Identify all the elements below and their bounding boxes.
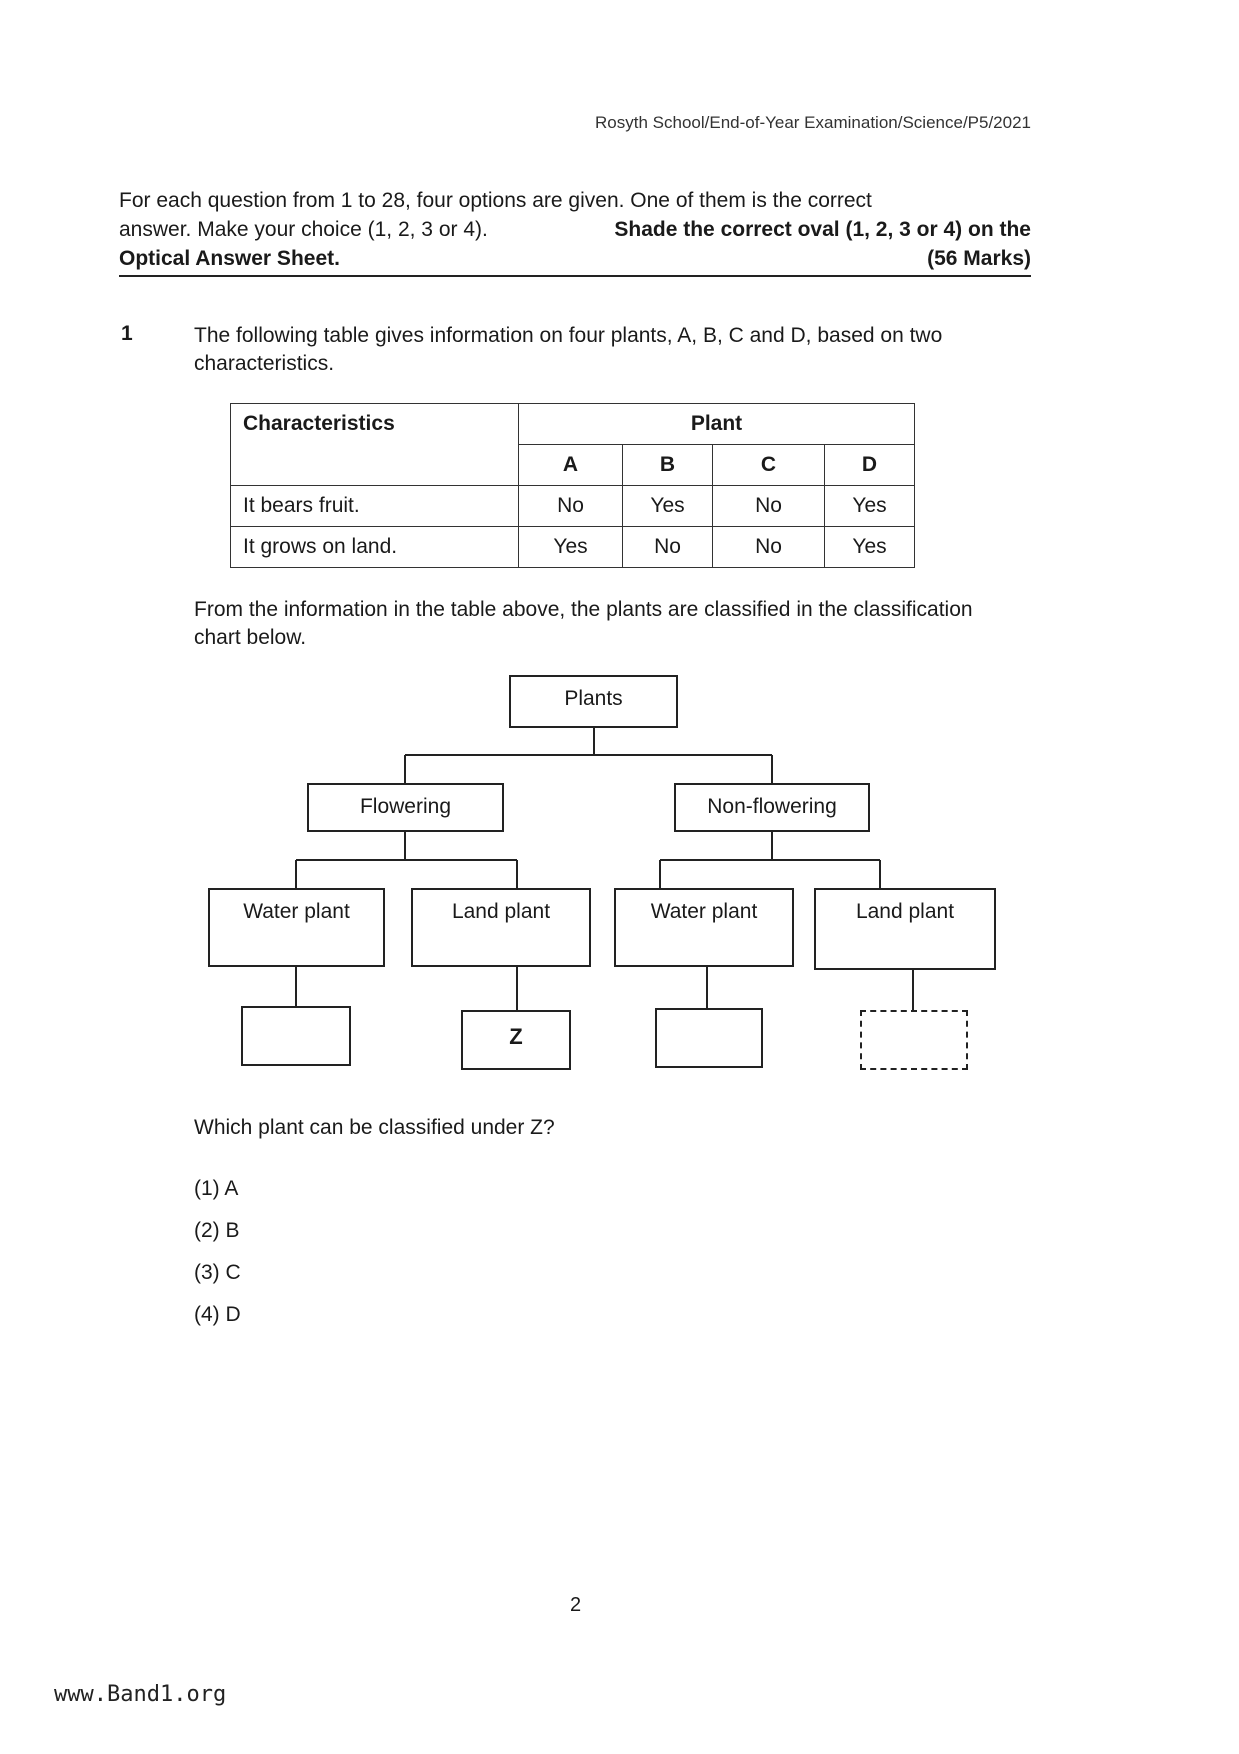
table-cell: No bbox=[518, 485, 623, 527]
table-cell: Yes bbox=[518, 526, 623, 568]
plant-header-c: C bbox=[712, 444, 825, 486]
box-answer-1 bbox=[241, 1006, 351, 1066]
question-stem: The following table gives information on… bbox=[194, 324, 943, 375]
characteristics-header: Characteristics bbox=[230, 403, 519, 486]
table-header-row: Characteristics Plant bbox=[230, 403, 915, 486]
plant-header-a: A bbox=[518, 444, 623, 486]
marks-total: (56 Marks) bbox=[927, 247, 1031, 270]
plant-group-header: Plant bbox=[518, 403, 915, 445]
table-row: It bears fruit. No Yes No Yes bbox=[230, 485, 915, 527]
instructions-line-1: For each question from 1 to 28, four opt… bbox=[119, 186, 1031, 215]
option-3[interactable]: (3) C bbox=[194, 1261, 241, 1284]
row-label: It grows on land. bbox=[230, 526, 519, 568]
classification-chart: Plants Flowering Non-flowering Water pla… bbox=[0, 670, 1239, 1080]
table-cell: No bbox=[712, 526, 825, 568]
table-row: It grows on land. Yes No No Yes bbox=[230, 526, 915, 568]
box-flowering: Flowering bbox=[307, 783, 504, 832]
watermark: www.Band1.org bbox=[54, 1682, 227, 1707]
question-number: 1 bbox=[121, 322, 133, 345]
answer-options: (1) A (2) B (3) C (4) D bbox=[194, 1168, 241, 1336]
instructions: For each question from 1 to 28, four opt… bbox=[119, 186, 1031, 277]
box-flowering-water-plant: Water plant bbox=[208, 888, 385, 967]
table-cell: Yes bbox=[824, 526, 915, 568]
instructions-text-2: answer. Make your choice (1, 2, 3 or 4). bbox=[119, 218, 488, 241]
row-label: It bears fruit. bbox=[230, 485, 519, 527]
instructions-bold-3: Optical Answer Sheet. bbox=[119, 247, 340, 270]
page-number: 2 bbox=[570, 1594, 582, 1616]
table-plant-row: A B C D bbox=[231, 444, 915, 486]
table-cell: Yes bbox=[622, 485, 713, 527]
box-z: Z bbox=[461, 1010, 571, 1070]
plant-header-b: B bbox=[622, 444, 713, 486]
plants-table: Characteristics Plant A B C D It bears f… bbox=[230, 403, 915, 568]
box-nonflowering-land-plant: Land plant bbox=[814, 888, 996, 970]
plant-header-d: D bbox=[824, 444, 915, 486]
box-answer-3 bbox=[655, 1008, 763, 1068]
option-2[interactable]: (2) B bbox=[194, 1219, 240, 1242]
option-1[interactable]: (1) A bbox=[194, 1177, 239, 1200]
page-header: Rosyth School/End-of-Year Examination/Sc… bbox=[595, 113, 1031, 132]
chart-connectors bbox=[295, 728, 914, 1010]
instructions-bold-2: Shade the correct oval (1, 2, 3 or 4) on… bbox=[614, 218, 1031, 241]
box-answer-4 bbox=[860, 1010, 968, 1070]
table-cell: Yes bbox=[824, 485, 915, 527]
table-cell: No bbox=[622, 526, 713, 568]
instructions-line-2: answer. Make your choice (1, 2, 3 or 4).… bbox=[119, 215, 1031, 244]
question-ask: Which plant can be classified under Z? bbox=[194, 1116, 555, 1139]
instructions-line-3: Optical Answer Sheet. (56 Marks) bbox=[119, 244, 1031, 273]
option-4[interactable]: (4) D bbox=[194, 1303, 241, 1326]
box-non-flowering: Non-flowering bbox=[674, 783, 870, 832]
table-cell: No bbox=[712, 485, 825, 527]
box-nonflowering-water-plant: Water plant bbox=[614, 888, 794, 967]
box-flowering-land-plant: Land plant bbox=[411, 888, 591, 967]
instructions-rule bbox=[119, 275, 1031, 277]
box-plants: Plants bbox=[509, 675, 678, 728]
instructions-text-1: For each question from 1 to 28, four opt… bbox=[119, 189, 872, 212]
chart-intro-text: From the information in the table above,… bbox=[194, 598, 973, 649]
